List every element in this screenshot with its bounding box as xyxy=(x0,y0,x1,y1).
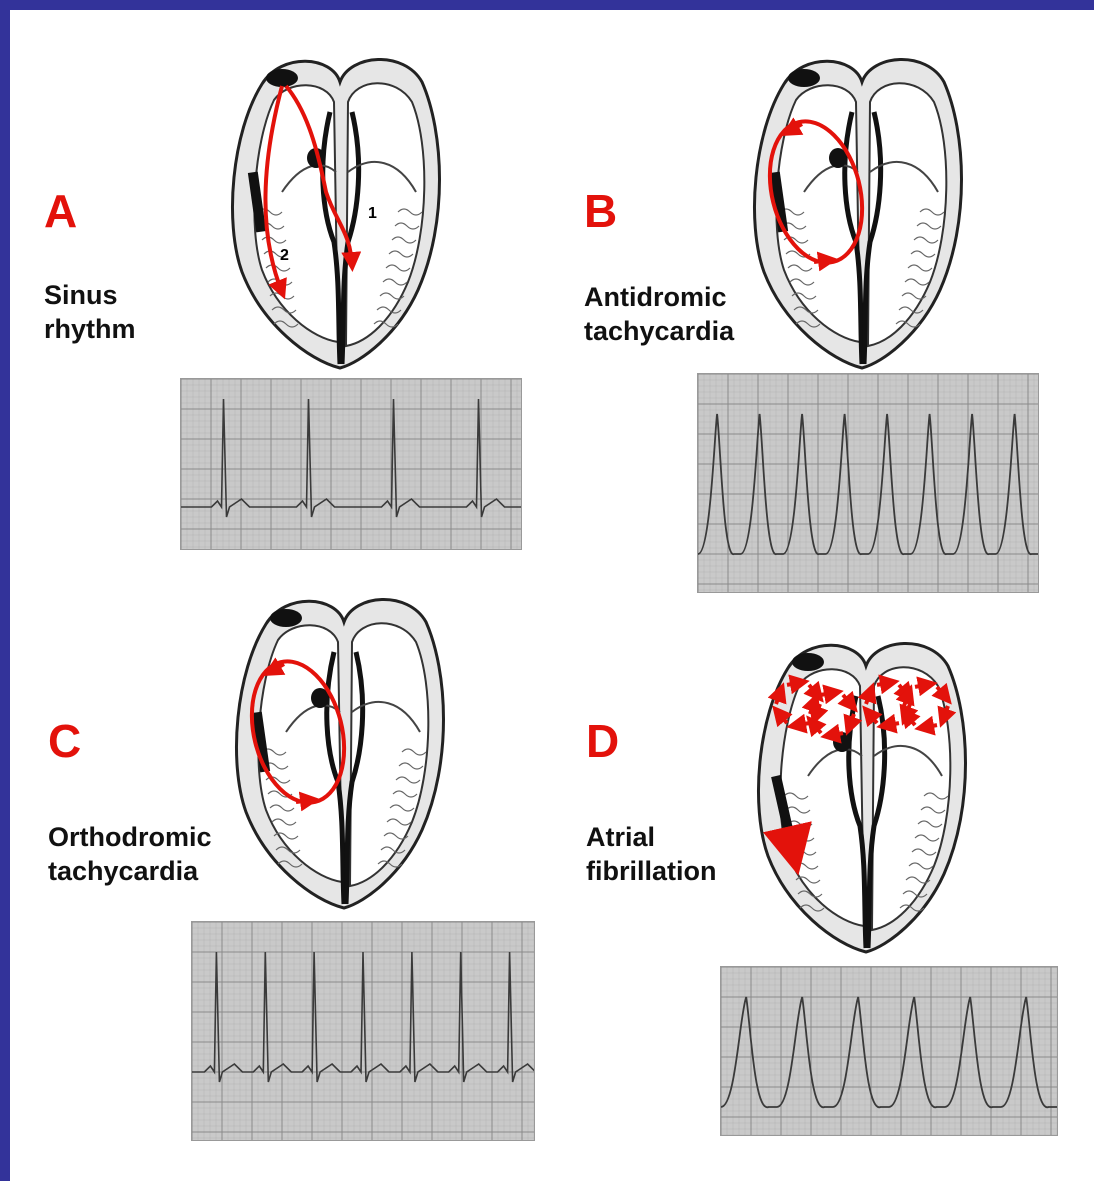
pathway-label-2: 2 xyxy=(280,247,289,264)
caption-d-line2: fibrillation xyxy=(586,854,717,888)
fibrillation-arrow xyxy=(884,723,899,726)
ecg-trace xyxy=(192,952,534,1082)
ecg-svg-c xyxy=(192,922,534,1140)
caption-b-line1: Antidromic xyxy=(584,280,734,314)
heart-diagram-a: 12 xyxy=(222,42,452,372)
caption-a-line1: Sinus xyxy=(44,278,136,312)
figure-frame-top xyxy=(0,0,1094,10)
caption-a-line2: rhythm xyxy=(44,312,136,346)
panel-caption-c: Orthodromic tachycardia xyxy=(48,820,212,888)
ecg-strip-a xyxy=(180,378,522,550)
ecg-svg-a xyxy=(181,379,521,549)
panel-caption-d: Atrial fibrillation xyxy=(586,820,717,888)
fibrillation-arrow xyxy=(828,733,843,736)
caption-b-line2: tachycardia xyxy=(584,314,734,348)
ecg-strip-d xyxy=(720,966,1058,1136)
reentry-arrow xyxy=(814,260,830,262)
fibrillation-arrow xyxy=(794,723,809,726)
panel-caption-b: Antidromic tachycardia xyxy=(584,280,734,348)
panel-letter-a: A xyxy=(44,188,77,234)
fibrillation-arrow xyxy=(915,684,930,687)
sa-node xyxy=(266,69,298,87)
panel-letter-b: B xyxy=(584,188,617,234)
fibrillation-arrow xyxy=(821,692,836,695)
heart-diagram-c xyxy=(226,582,456,912)
fibrillation-arrow xyxy=(877,682,892,685)
ecg-strip-c xyxy=(191,921,535,1141)
panel-caption-a: Sinus rhythm xyxy=(44,278,136,346)
ecg-strip-b xyxy=(697,373,1039,593)
sa-node xyxy=(792,653,824,671)
ecg-svg-d xyxy=(721,967,1057,1135)
fibrillation-arrow xyxy=(787,682,802,685)
pathway-label-1: 1 xyxy=(368,205,377,222)
fibrillation-arrow xyxy=(922,725,937,728)
ecg-trace xyxy=(698,414,1038,554)
reentry-arrow xyxy=(296,800,312,802)
caption-c-line1: Orthodromic xyxy=(48,820,212,854)
panel-letter-c: C xyxy=(48,718,81,764)
heart-diagram-b xyxy=(744,42,974,372)
ecg-svg-b xyxy=(698,374,1038,592)
sa-node xyxy=(788,69,820,87)
panel-letter-d: D xyxy=(586,718,619,764)
sa-node xyxy=(270,609,302,627)
caption-d-line1: Atrial xyxy=(586,820,717,854)
caption-c-line2: tachycardia xyxy=(48,854,212,888)
heart-diagram-d xyxy=(748,626,978,956)
